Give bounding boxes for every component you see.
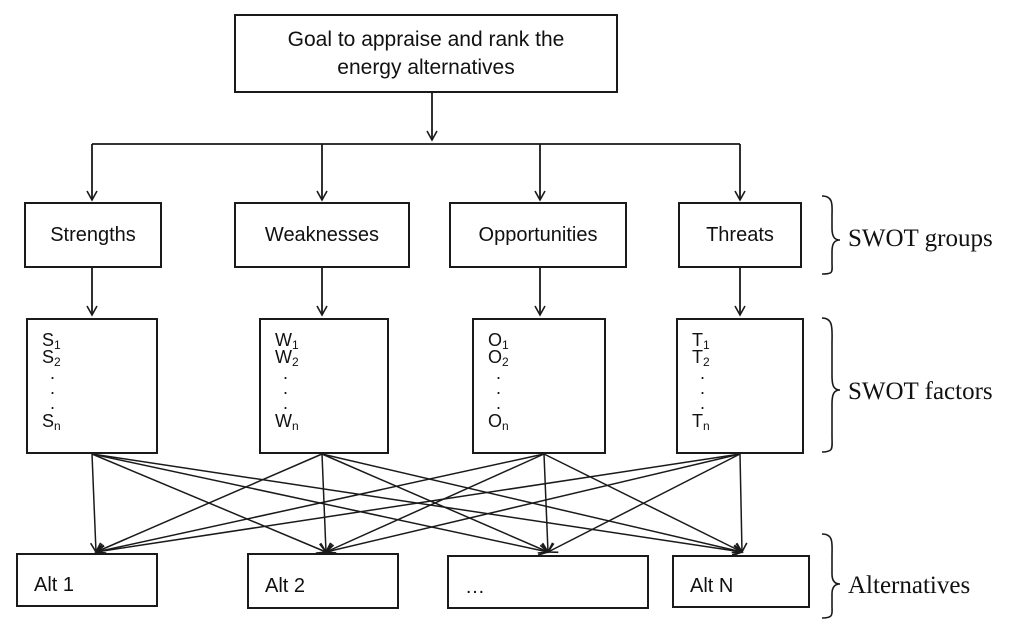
group-box-opportunities: Opportunities (449, 202, 627, 268)
alternative-box-1: Alt 1 (16, 553, 158, 607)
factor-first: O1 (488, 330, 509, 352)
ellipsis-dot: . (700, 363, 706, 383)
alternative-box-2: Alt 2 (247, 553, 399, 609)
goal-line-1: Goal to appraise and rank the (287, 27, 565, 51)
ellipsis-dot: . (283, 378, 289, 398)
goal-box: Goal to appraise and rank the energy alt… (234, 14, 618, 93)
ellipsis-dot: . (700, 378, 706, 398)
group-box-strengths: Strengths (24, 202, 162, 268)
factor-to-alternative-arrows (89, 453, 748, 557)
factor-second: W2 (275, 347, 299, 369)
ellipsis-dot: . (700, 393, 706, 413)
factor-last: Wn (275, 411, 299, 433)
factor-first: W1 (275, 330, 299, 352)
factor-box-opportunities: O1 O2 . . . On (472, 318, 606, 454)
factor-last: Tn (692, 411, 710, 433)
factor-last: Sn (42, 411, 61, 433)
factor-4-to-alternative-4-arrow (736, 453, 748, 554)
factor-second: O2 (488, 347, 509, 369)
factor-box-strengths: S1 S2 . . . Sn (26, 318, 158, 454)
ellipsis-dot: . (496, 393, 502, 413)
group-label-threats: Threats (706, 223, 774, 246)
ellipsis-dot: . (50, 378, 56, 398)
alternative-label: Alt N (690, 575, 734, 597)
brace-groups (821, 195, 841, 275)
factor-3-to-alternative-3-arrow (541, 453, 554, 554)
factor-2-to-alternative-1-arrow (94, 453, 323, 554)
alternative-label: Alt 1 (34, 573, 75, 596)
brace-factors (821, 317, 841, 453)
factor-second: T2 (692, 347, 710, 369)
ellipsis-dot: . (50, 363, 56, 383)
side-label-swot-groups: SWOT groups (848, 225, 993, 252)
ellipsis-dot: . (283, 363, 289, 383)
factor-4-to-alternative-3-arrow (546, 453, 741, 554)
alternative-label: … (465, 575, 485, 598)
ellipsis-dot: . (283, 393, 289, 413)
group-label-opportunities: Opportunities (478, 223, 598, 246)
factor-1-to-alternative-1-arrow (89, 453, 102, 554)
factor-first: T1 (692, 330, 710, 352)
group-box-threats: Threats (678, 202, 802, 268)
factor-4-to-alternative-2-arrow (324, 453, 741, 556)
ellipsis-dot: . (496, 378, 502, 398)
alternative-box-ellipsis: … (447, 555, 649, 609)
goal-line-2: energy alternatives (337, 55, 515, 79)
factor-3-to-alternative-2-arrow (324, 453, 545, 554)
factor-last: On (488, 411, 509, 433)
group-label-strengths: Strengths (50, 223, 136, 246)
factor-2-to-alternative-2-arrow (319, 453, 332, 554)
factor-box-weaknesses: W1 W2 . . . Wn (259, 318, 389, 454)
brace-alternatives (821, 533, 841, 619)
alternative-label: Alt 2 (265, 574, 306, 597)
ellipsis-dot: . (50, 393, 56, 413)
side-label-alternatives: Alternatives (848, 572, 971, 599)
side-label-swot-factors: SWOT factors (848, 378, 993, 405)
factor-first: S1 (42, 330, 61, 352)
factor-4-to-alternative-1-arrow (94, 453, 741, 557)
factor-box-threats: T1 T2 . . . Tn (676, 318, 804, 454)
ellipsis-dot: . (496, 363, 502, 383)
group-label-weaknesses: Weaknesses (264, 223, 380, 246)
alternative-box-n: Alt N (672, 555, 810, 608)
factor-second: S2 (42, 347, 61, 369)
factor-3-to-alternative-1-arrow (94, 453, 545, 556)
group-box-weaknesses: Weaknesses (234, 202, 410, 268)
